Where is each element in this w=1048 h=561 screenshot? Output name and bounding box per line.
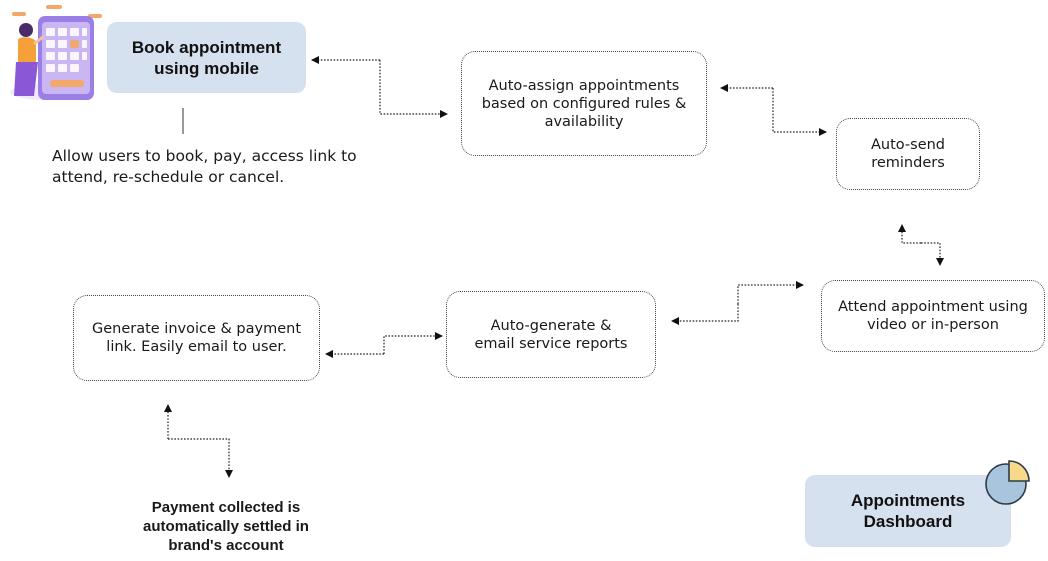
step-reports: Auto-generate & email service reports [446, 291, 656, 378]
mobile-booking-illustration [10, 5, 102, 100]
payment-note: Payment collected is automatically settl… [143, 499, 309, 554]
book-appointment-title: Book appointment using mobile [131, 37, 282, 78]
dashboard-title: Appointments Dashboard [850, 491, 966, 531]
step-invoice-label: Generate invoice & payment link. Easily … [91, 321, 302, 355]
book-appointment-panel: Book appointment using mobile [107, 22, 306, 93]
step-attend-label: Attend appointment using video or in-per… [838, 299, 1028, 333]
connector-send-attend [921, 242, 944, 266]
connector-assign-send [772, 88, 827, 136]
connector-reports-invoice [383, 332, 443, 354]
step-auto-send-label: Auto-send reminders [870, 137, 946, 171]
pie-chart-icon [985, 460, 1030, 505]
book-note: Allow users to book, pay, access link to… [52, 147, 357, 186]
appointments-dashboard[interactable]: Appointments Dashboard [805, 475, 1011, 547]
step-auto-assign: Auto-assign appointments based on config… [461, 51, 707, 156]
step-auto-send: Auto-send reminders [836, 118, 980, 190]
step-invoice: Generate invoice & payment link. Easily … [73, 295, 320, 381]
connector-book-assign [379, 60, 448, 118]
connector-attend-reports [737, 281, 804, 304]
step-reports-label: Auto-generate & email service reports [474, 317, 628, 352]
step-attend: Attend appointment using video or in-per… [821, 280, 1045, 352]
step-auto-assign-label: Auto-assign appointments based on config… [481, 77, 687, 130]
